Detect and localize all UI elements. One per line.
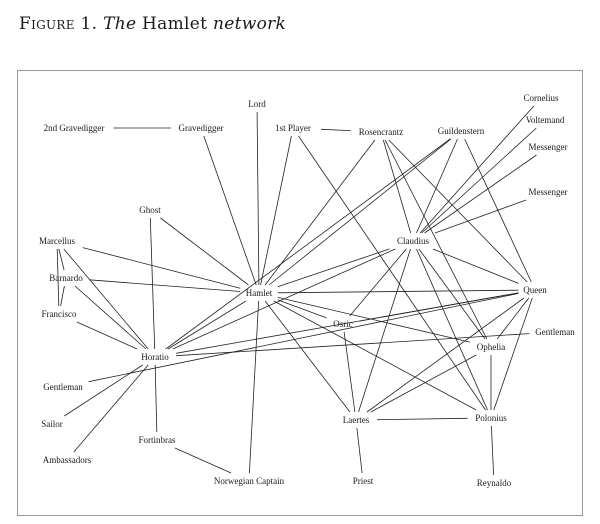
edge-hamlet-guildenstern xyxy=(268,138,452,286)
edge-horatio-ambassadors xyxy=(73,364,149,453)
edge-first-player-polonius xyxy=(298,135,486,411)
node-gentleman-2: Gentleman xyxy=(43,382,83,392)
edge-queen-laertes xyxy=(366,297,525,413)
node-marcellus: Marcellus xyxy=(39,236,75,246)
edge-claudius-queen xyxy=(432,248,519,284)
edge-hamlet-gravedigger xyxy=(203,135,257,286)
node-norwegian-captain: Norwegian Captain xyxy=(214,476,285,486)
node-osric: Osric xyxy=(333,319,353,329)
caption-title-plain: Hamlet xyxy=(142,14,208,34)
edge-hamlet-barnardo xyxy=(89,279,241,292)
node-gentleman-1: Gentleman xyxy=(535,327,575,337)
node-gravedigger: Gravedigger xyxy=(179,123,224,133)
edge-claudius-rosencrantz xyxy=(382,139,412,234)
edge-francisco-horatio xyxy=(76,321,138,350)
edge-barnardo-horatio xyxy=(74,285,147,350)
caption-title-italic-2: network xyxy=(212,14,287,34)
edge-claudius-ophelia xyxy=(418,248,486,340)
edge-hamlet-ghost xyxy=(160,217,249,286)
node-guildenstern: Guildenstern xyxy=(438,126,485,136)
edge-hamlet-horatio xyxy=(167,300,247,350)
node-second-gravedigger: 2nd Gravedigger xyxy=(44,123,105,133)
node-ambassadors: Ambassadors xyxy=(43,455,92,465)
edge-claudius-guildenstern xyxy=(416,138,458,234)
edge-guildenstern-horatio xyxy=(165,138,451,350)
edge-first-player-rosencrantz xyxy=(320,128,351,131)
node-messenger-1: Messenger xyxy=(529,142,568,152)
edge-claudius-messenger-1 xyxy=(424,154,537,234)
edge-ghost-horatio xyxy=(149,217,156,350)
node-hamlet: Hamlet xyxy=(246,288,273,298)
node-messenger-2: Messenger xyxy=(529,187,568,197)
caption-label: Figure 1. xyxy=(19,14,98,34)
edge-layer xyxy=(56,105,537,476)
label-layer: Lord 2nd Gravedigger Gravedigger 1st Player… xyxy=(39,93,575,488)
edge-claudius-polonius xyxy=(416,248,488,411)
edge-hamlet-marcellus xyxy=(82,247,241,289)
edge-horatio-sailor xyxy=(64,364,143,417)
edge-claudius-messenger-2 xyxy=(434,199,527,234)
edge-hamlet-ophelia xyxy=(277,297,470,343)
node-voltemand: Voltemand xyxy=(526,115,565,125)
edge-claudius-cornelius xyxy=(419,105,535,234)
node-ghost: Ghost xyxy=(139,205,161,215)
edge-claudius-osric xyxy=(349,248,407,317)
caption-title-italic-1: The xyxy=(103,14,137,34)
edge-hamlet-queen xyxy=(277,289,519,294)
node-cornelius: Cornelius xyxy=(524,93,559,103)
edge-hamlet-claudius xyxy=(277,248,390,288)
edge-laertes-priest xyxy=(356,427,363,474)
edge-horatio-gentleman-1 xyxy=(176,333,530,357)
node-first-player: 1st Player xyxy=(275,123,311,133)
edge-osric-laertes xyxy=(343,331,356,413)
edge-queen-gentleman-2 xyxy=(88,293,519,383)
edge-claudius-horatio xyxy=(172,248,396,350)
node-priest: Priest xyxy=(353,476,374,486)
edge-fortinbras-norwegian-captain xyxy=(174,447,232,474)
edge-claudius-laertes xyxy=(358,248,411,413)
node-sailor: Sailor xyxy=(41,419,63,429)
edge-queen-ophelia xyxy=(496,297,530,340)
diagram-frame xyxy=(17,70,583,516)
node-queen: Queen xyxy=(523,285,547,295)
edge-marcellus-francisco xyxy=(56,248,60,307)
node-francisco: Francisco xyxy=(42,309,77,319)
edge-hamlet-osric xyxy=(277,299,327,319)
node-barnardo: Barnardo xyxy=(49,273,83,283)
node-ophelia: Ophelia xyxy=(477,342,506,352)
edge-hamlet-lord xyxy=(256,111,260,286)
edge-claudius-voltemand xyxy=(421,127,537,234)
node-rosencrantz: Rosencrantz xyxy=(359,127,403,137)
edge-queen-osric xyxy=(359,292,519,322)
edge-hamlet-rosencrantz xyxy=(264,139,376,286)
node-fortinbras: Fortinbras xyxy=(139,435,176,445)
edge-hamlet-norwegian-captain xyxy=(249,300,259,474)
edge-marcellus-horatio xyxy=(63,248,149,350)
edge-polonius-reynaldo xyxy=(491,425,494,476)
edge-horatio-fortinbras xyxy=(154,364,158,433)
edge-queen-guildenstern xyxy=(464,138,532,283)
node-lord: Lord xyxy=(248,99,266,109)
edge-queen-polonius xyxy=(493,297,533,411)
edge-hamlet-first-player xyxy=(260,135,292,286)
node-laertes: Laertes xyxy=(343,415,370,425)
edge-marcellus-barnardo xyxy=(58,248,65,271)
figure-caption: Figure 1. The Hamlet network xyxy=(19,14,286,34)
node-reynaldo: Reynaldo xyxy=(477,478,512,488)
edge-barnardo-francisco xyxy=(60,285,65,307)
edge-laertes-polonius xyxy=(377,417,468,421)
edge-queen-rosencrantz xyxy=(388,139,528,283)
node-polonius: Polonius xyxy=(475,413,507,423)
edge-hamlet-polonius xyxy=(273,300,477,411)
edge-rosencrantz-ophelia xyxy=(384,139,488,340)
edge-ophelia-laertes xyxy=(370,354,477,413)
edge-hamlet-laertes xyxy=(264,300,351,413)
node-claudius: Claudius xyxy=(397,236,429,246)
node-horatio: Horatio xyxy=(141,352,169,362)
